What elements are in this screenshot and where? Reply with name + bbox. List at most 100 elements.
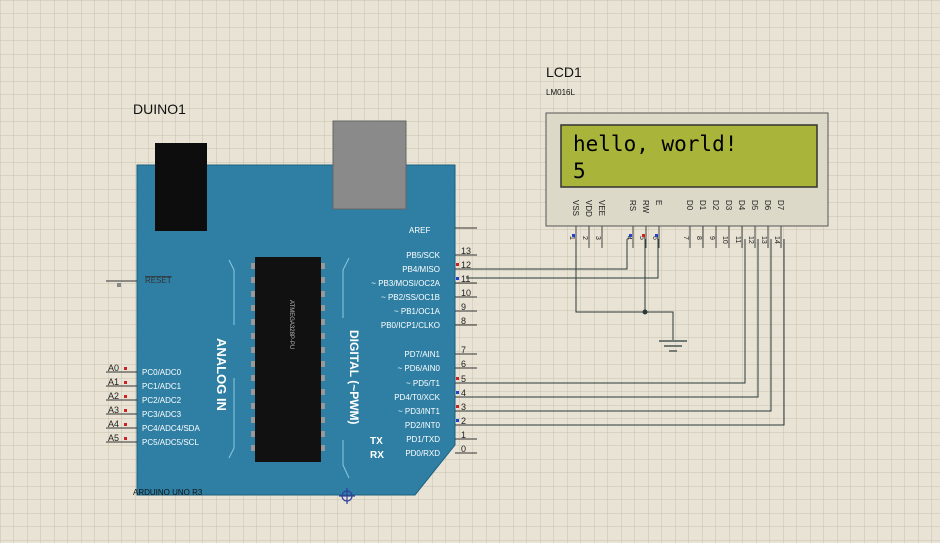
chip-pin (321, 389, 325, 395)
chip-pin (251, 445, 255, 451)
wire-vss-gnd (575, 239, 674, 340)
tx-label: TX (370, 436, 383, 447)
analog-pin-number: A1 (108, 377, 119, 387)
chip-pin (321, 375, 325, 381)
pin-state-marker (124, 437, 127, 440)
chip-pin (321, 417, 325, 423)
lcd-pin-number: 9 (708, 236, 715, 240)
digital-pin-label: PD1/TXD (406, 435, 440, 444)
digital-pin-number: 3 (461, 402, 466, 412)
lcd-part-name: LM016L (546, 88, 575, 97)
wire-d5-d4 (466, 239, 746, 384)
digital-pin-number: 0 (461, 444, 466, 454)
lcd-line-2: 5 (573, 159, 586, 183)
lcd-reference: LCD1 (546, 64, 582, 80)
lcd-pin-name: D5 (750, 200, 759, 211)
digital-pin-number: 7 (461, 345, 466, 355)
digital-pin-label: PB4/MISO (402, 265, 440, 274)
wire-d3-d6 (466, 239, 772, 412)
chip-pin (251, 417, 255, 423)
digital-pin-label: ~ PD6/AIN0 (398, 364, 441, 373)
lcd-pin-name: D2 (711, 200, 720, 211)
digital-bracket-top (342, 257, 350, 318)
arduino-reference: DUINO1 (133, 101, 186, 117)
lcd-pin-name: D1 (698, 200, 707, 211)
lcd-pin-name: D6 (763, 200, 772, 211)
arduino-component[interactable]: ATMEGA328P-PU ANALOG IN DIGITAL (~PWM) T… (106, 120, 477, 496)
digital-pin-label: PD0/RXD (405, 449, 440, 458)
pin-state-marker (456, 405, 459, 408)
lcd-pin-number: 5 (638, 236, 645, 240)
digital-pin-label: ~ PB1/OC1A (394, 307, 441, 316)
digital-pin-label: PB5/SCK (406, 251, 440, 260)
chip-pin (321, 333, 325, 339)
digital-pin-number: 13 (461, 246, 471, 256)
pin-state-marker (572, 234, 575, 237)
reset-label: RESET (145, 276, 172, 285)
chip-pin (251, 277, 255, 283)
digital-pin-label: PD2/INT0 (405, 421, 441, 430)
digital-pin-label: ~ PB2/SS/OC1B (381, 293, 440, 302)
analog-pin-number: A2 (108, 391, 119, 401)
lcd-pin-name: RW (641, 200, 650, 214)
pin-state-marker (456, 277, 459, 280)
chip-pin (321, 319, 325, 325)
chip-pin (321, 361, 325, 367)
lcd-line-1: hello, world! (573, 132, 737, 156)
lcd-pin-name: D0 (685, 200, 694, 211)
chip-pin (321, 291, 325, 297)
lcd-pin-name: VSS (571, 200, 580, 216)
lcd-pin-name: VEE (597, 200, 606, 216)
lcd-screen (560, 124, 818, 188)
digital-pin-label: PB0/ICP1/CLKO (381, 321, 440, 330)
digital-pin-number: 5 (461, 374, 466, 384)
digital-pin-number: 4 (461, 388, 466, 398)
lcd-pin-number: 6 (651, 236, 658, 240)
wires (466, 239, 785, 426)
lcd-pin-number: 7 (682, 236, 689, 240)
digital-pwm-label: DIGITAL (~PWM) (347, 330, 361, 425)
reset-marker (117, 283, 121, 287)
chip-pin (321, 431, 325, 437)
analog-pin-number: A4 (108, 419, 119, 429)
chip-pin (251, 431, 255, 437)
wire-d2-d7 (466, 239, 785, 426)
pin-state-marker (124, 367, 127, 370)
rx-label: RX (370, 450, 384, 461)
lcd-pin-name: D3 (724, 200, 733, 211)
lcd-component[interactable]: hello, world! 5 VSS1VDD2VEE3RS4RW5E6D07D… (545, 112, 829, 248)
lcd-pin-number: 12 (747, 236, 754, 244)
analog-bracket-bottom (228, 378, 235, 459)
pin-state-marker (124, 395, 127, 398)
lcd-pin-name: VDD (584, 200, 593, 217)
analog-pin-number: A3 (108, 405, 119, 415)
pin-state-marker (456, 377, 459, 380)
wire-d11-e (466, 239, 659, 279)
chip-pin (251, 389, 255, 395)
analog-pin-number: A5 (108, 433, 119, 443)
origin-marker-icon[interactable] (339, 488, 355, 504)
analog-bracket-top (228, 259, 235, 325)
analog-pin-label: PC2/ADC2 (142, 396, 182, 405)
digital-pin-label: ~ PD5/T1 (406, 379, 441, 388)
analog-pin-label: PC3/ADC3 (142, 410, 182, 419)
chip-pin (321, 263, 325, 269)
chip-pin (321, 347, 325, 353)
pin-state-marker (124, 423, 127, 426)
lcd-pins: VSS1VDD2VEE3RS4RW5E6D07D18D29D310D411D51… (568, 200, 785, 248)
analog-pin-label: PC4/ADC4/SDA (142, 424, 200, 433)
wire-junction (642, 309, 648, 315)
digital-pin-number: 11 (461, 274, 470, 284)
chip-pin (251, 375, 255, 381)
digital-pin-number: 2 (461, 416, 466, 426)
digital-pin-label: ~ PD3/INT1 (398, 407, 441, 416)
lcd-pin-number: 2 (581, 236, 588, 240)
chip-pin (251, 291, 255, 297)
chip-pin (251, 333, 255, 339)
digital-pin-number: 12 (461, 260, 471, 270)
lcd-pin-number: 14 (773, 236, 780, 244)
analog-in-label: ANALOG IN (214, 338, 229, 411)
chip-pin (321, 445, 325, 451)
